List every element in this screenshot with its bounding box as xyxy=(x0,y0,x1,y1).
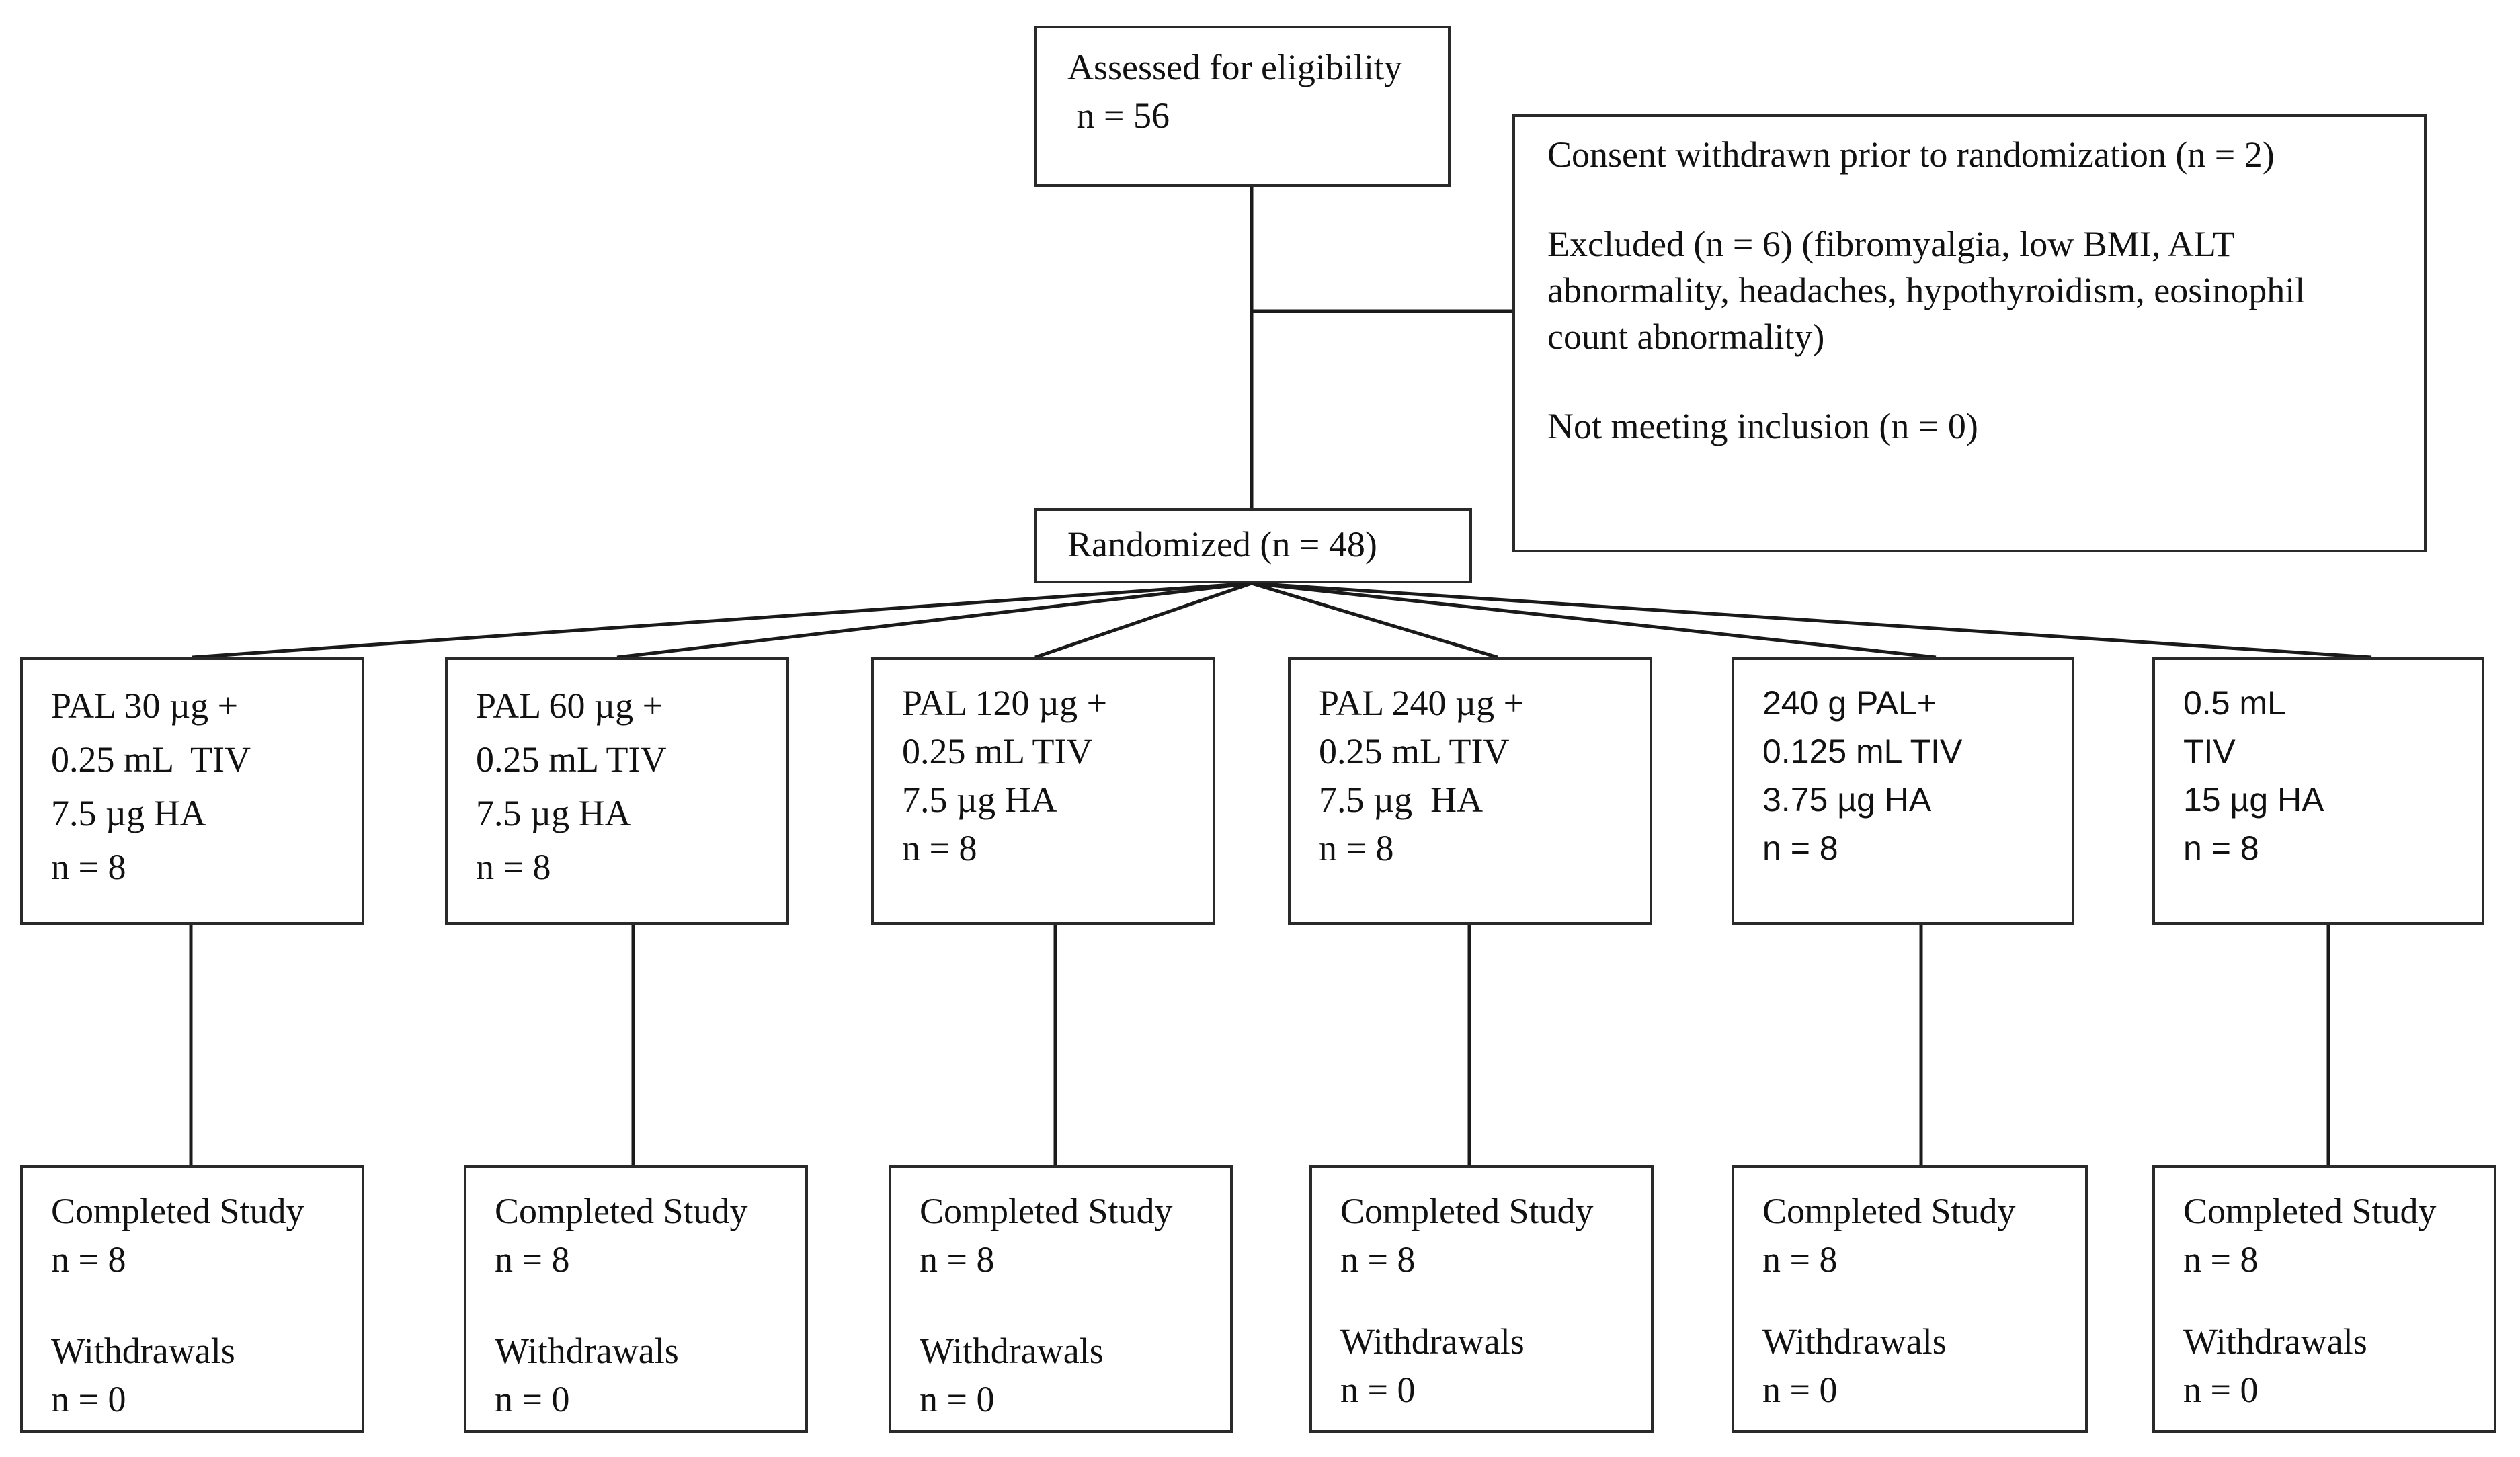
spacer xyxy=(1340,1284,1651,1317)
connector-randomized-arm-3 xyxy=(1034,581,1252,659)
connector-randomized-arm-2 xyxy=(616,581,1252,659)
completed-count: n = 8 xyxy=(495,1239,570,1280)
arm-line: 3.75 µg HA xyxy=(1762,781,1932,819)
excluded-text-line-2: abnormality, headaches, hypothyroidism, … xyxy=(1547,270,2306,310)
arm-count: n = 8 xyxy=(2183,829,2259,867)
arm-count: n = 8 xyxy=(476,847,551,887)
withdrawals-count: n = 0 xyxy=(2183,1370,2259,1410)
arm-count: n = 8 xyxy=(902,828,977,868)
withdrawals-count: n = 0 xyxy=(1340,1370,1416,1410)
withdrawals-label: Withdrawals xyxy=(495,1331,679,1371)
outcome-box-4: Completed Study n = 8 Withdrawals n = 0 xyxy=(1309,1165,1654,1433)
completed-label: Completed Study xyxy=(495,1191,748,1231)
connector-randomized-arm-5 xyxy=(1251,581,1937,659)
arm-line: PAL 60 µg + xyxy=(476,685,663,726)
arm-line: 15 µg HA xyxy=(2183,781,2324,819)
excluded-text-line-1: Excluded (n = 6) (fibromyalgia, low BMI,… xyxy=(1547,224,2235,264)
exclusion-box: Consent withdrawn prior to randomization… xyxy=(1512,114,2427,552)
arm-line: 7.5 µg HA xyxy=(1319,780,1483,820)
randomized-box: Randomized (n = 48) xyxy=(1034,508,1472,583)
spacer xyxy=(2183,1284,2494,1317)
connector-randomized-arm-1 xyxy=(192,581,1252,659)
completed-count: n = 8 xyxy=(920,1239,995,1280)
completed-count: n = 8 xyxy=(1340,1239,1416,1280)
arm-line: 0.25 mL TIV xyxy=(51,739,251,780)
completed-label: Completed Study xyxy=(1762,1191,2016,1231)
arm-box-2: PAL 60 µg + 0.25 mL TIV 7.5 µg HA n = 8 xyxy=(445,657,789,925)
withdrawals-label: Withdrawals xyxy=(51,1331,235,1371)
withdrawals-label: Withdrawals xyxy=(1762,1321,1947,1362)
outcome-box-3: Completed Study n = 8 Withdrawals n = 0 xyxy=(889,1165,1233,1433)
completed-label: Completed Study xyxy=(51,1191,304,1231)
completed-count: n = 8 xyxy=(1762,1239,1838,1280)
arm-line: TIV xyxy=(2183,733,2236,770)
arm-line: 7.5 µg HA xyxy=(51,793,206,833)
arm-count: n = 8 xyxy=(1762,829,1838,867)
assessed-eligibility-box: Assessed for eligibility n = 56 xyxy=(1034,26,1451,187)
arm-line: 240 g PAL+ xyxy=(1762,684,1937,722)
outcome-box-5: Completed Study n = 8 Withdrawals n = 0 xyxy=(1732,1165,2088,1433)
arm-count: n = 8 xyxy=(1319,828,1394,868)
arm-line: 0.25 mL TIV xyxy=(902,731,1093,772)
spacer xyxy=(920,1284,1230,1327)
withdrawals-count: n = 0 xyxy=(495,1379,570,1419)
spacer xyxy=(1547,178,2424,221)
assessed-label: Assessed for eligibility xyxy=(1067,47,1402,87)
arm-box-3: PAL 120 µg + 0.25 mL TIV 7.5 µg HA n = 8 xyxy=(871,657,1215,925)
withdrawals-label: Withdrawals xyxy=(920,1331,1104,1371)
withdrawals-count: n = 0 xyxy=(51,1379,126,1419)
withdrawals-count: n = 0 xyxy=(1762,1370,1838,1410)
withdrawals-label: Withdrawals xyxy=(1340,1321,1525,1362)
arm-count: n = 8 xyxy=(51,847,126,887)
arm-line: 0.5 mL xyxy=(2183,684,2286,722)
not-meeting-inclusion-text: Not meeting inclusion (n = 0) xyxy=(1547,406,1978,446)
arm-box-6: 0.5 mL TIV 15 µg HA n = 8 xyxy=(2152,657,2484,925)
outcome-box-6: Completed Study n = 8 Withdrawals n = 0 xyxy=(2152,1165,2496,1433)
arm-box-1: PAL 30 µg + 0.25 mL TIV 7.5 µg HA n = 8 xyxy=(20,657,364,925)
arm-line: PAL 240 µg + xyxy=(1319,683,1525,723)
arm-line: 7.5 µg HA xyxy=(476,793,631,833)
outcome-box-1: Completed Study n = 8 Withdrawals n = 0 xyxy=(20,1165,364,1433)
connector-randomized-arm-6 xyxy=(1251,581,2372,659)
completed-count: n = 8 xyxy=(51,1239,126,1280)
completed-label: Completed Study xyxy=(2183,1191,2437,1231)
withdrawals-label: Withdrawals xyxy=(2183,1321,2367,1362)
arm-line: 0.25 mL TIV xyxy=(476,739,667,780)
outcome-box-2: Completed Study n = 8 Withdrawals n = 0 xyxy=(464,1165,808,1433)
consent-withdrawn-text: Consent withdrawn prior to randomization… xyxy=(1547,134,2275,175)
arm-line: 0.125 mL TIV xyxy=(1762,733,1963,770)
completed-count: n = 8 xyxy=(2183,1239,2259,1280)
spacer xyxy=(495,1284,805,1327)
spacer xyxy=(1547,360,2424,403)
excluded-text-line-3: count abnormality) xyxy=(1547,317,1825,357)
completed-label: Completed Study xyxy=(920,1191,1173,1231)
spacer xyxy=(1762,1284,2085,1317)
arm-box-5: 240 g PAL+ 0.125 mL TIV 3.75 µg HA n = 8 xyxy=(1732,657,2074,925)
assessed-count: n = 56 xyxy=(1067,95,1170,136)
arm-line: PAL 120 µg + xyxy=(902,683,1108,723)
arm-line: 7.5 µg HA xyxy=(902,780,1057,820)
arm-line: PAL 30 µg + xyxy=(51,685,239,726)
arm-line: 0.25 mL TIV xyxy=(1319,731,1510,772)
randomized-label: Randomized (n = 48) xyxy=(1067,524,1377,565)
completed-label: Completed Study xyxy=(1340,1191,1594,1231)
spacer xyxy=(51,1284,362,1327)
arm-box-4: PAL 240 µg + 0.25 mL TIV 7.5 µg HA n = 8 xyxy=(1288,657,1652,925)
connector-randomized-arm-4 xyxy=(1251,581,1498,659)
withdrawals-count: n = 0 xyxy=(920,1379,995,1419)
